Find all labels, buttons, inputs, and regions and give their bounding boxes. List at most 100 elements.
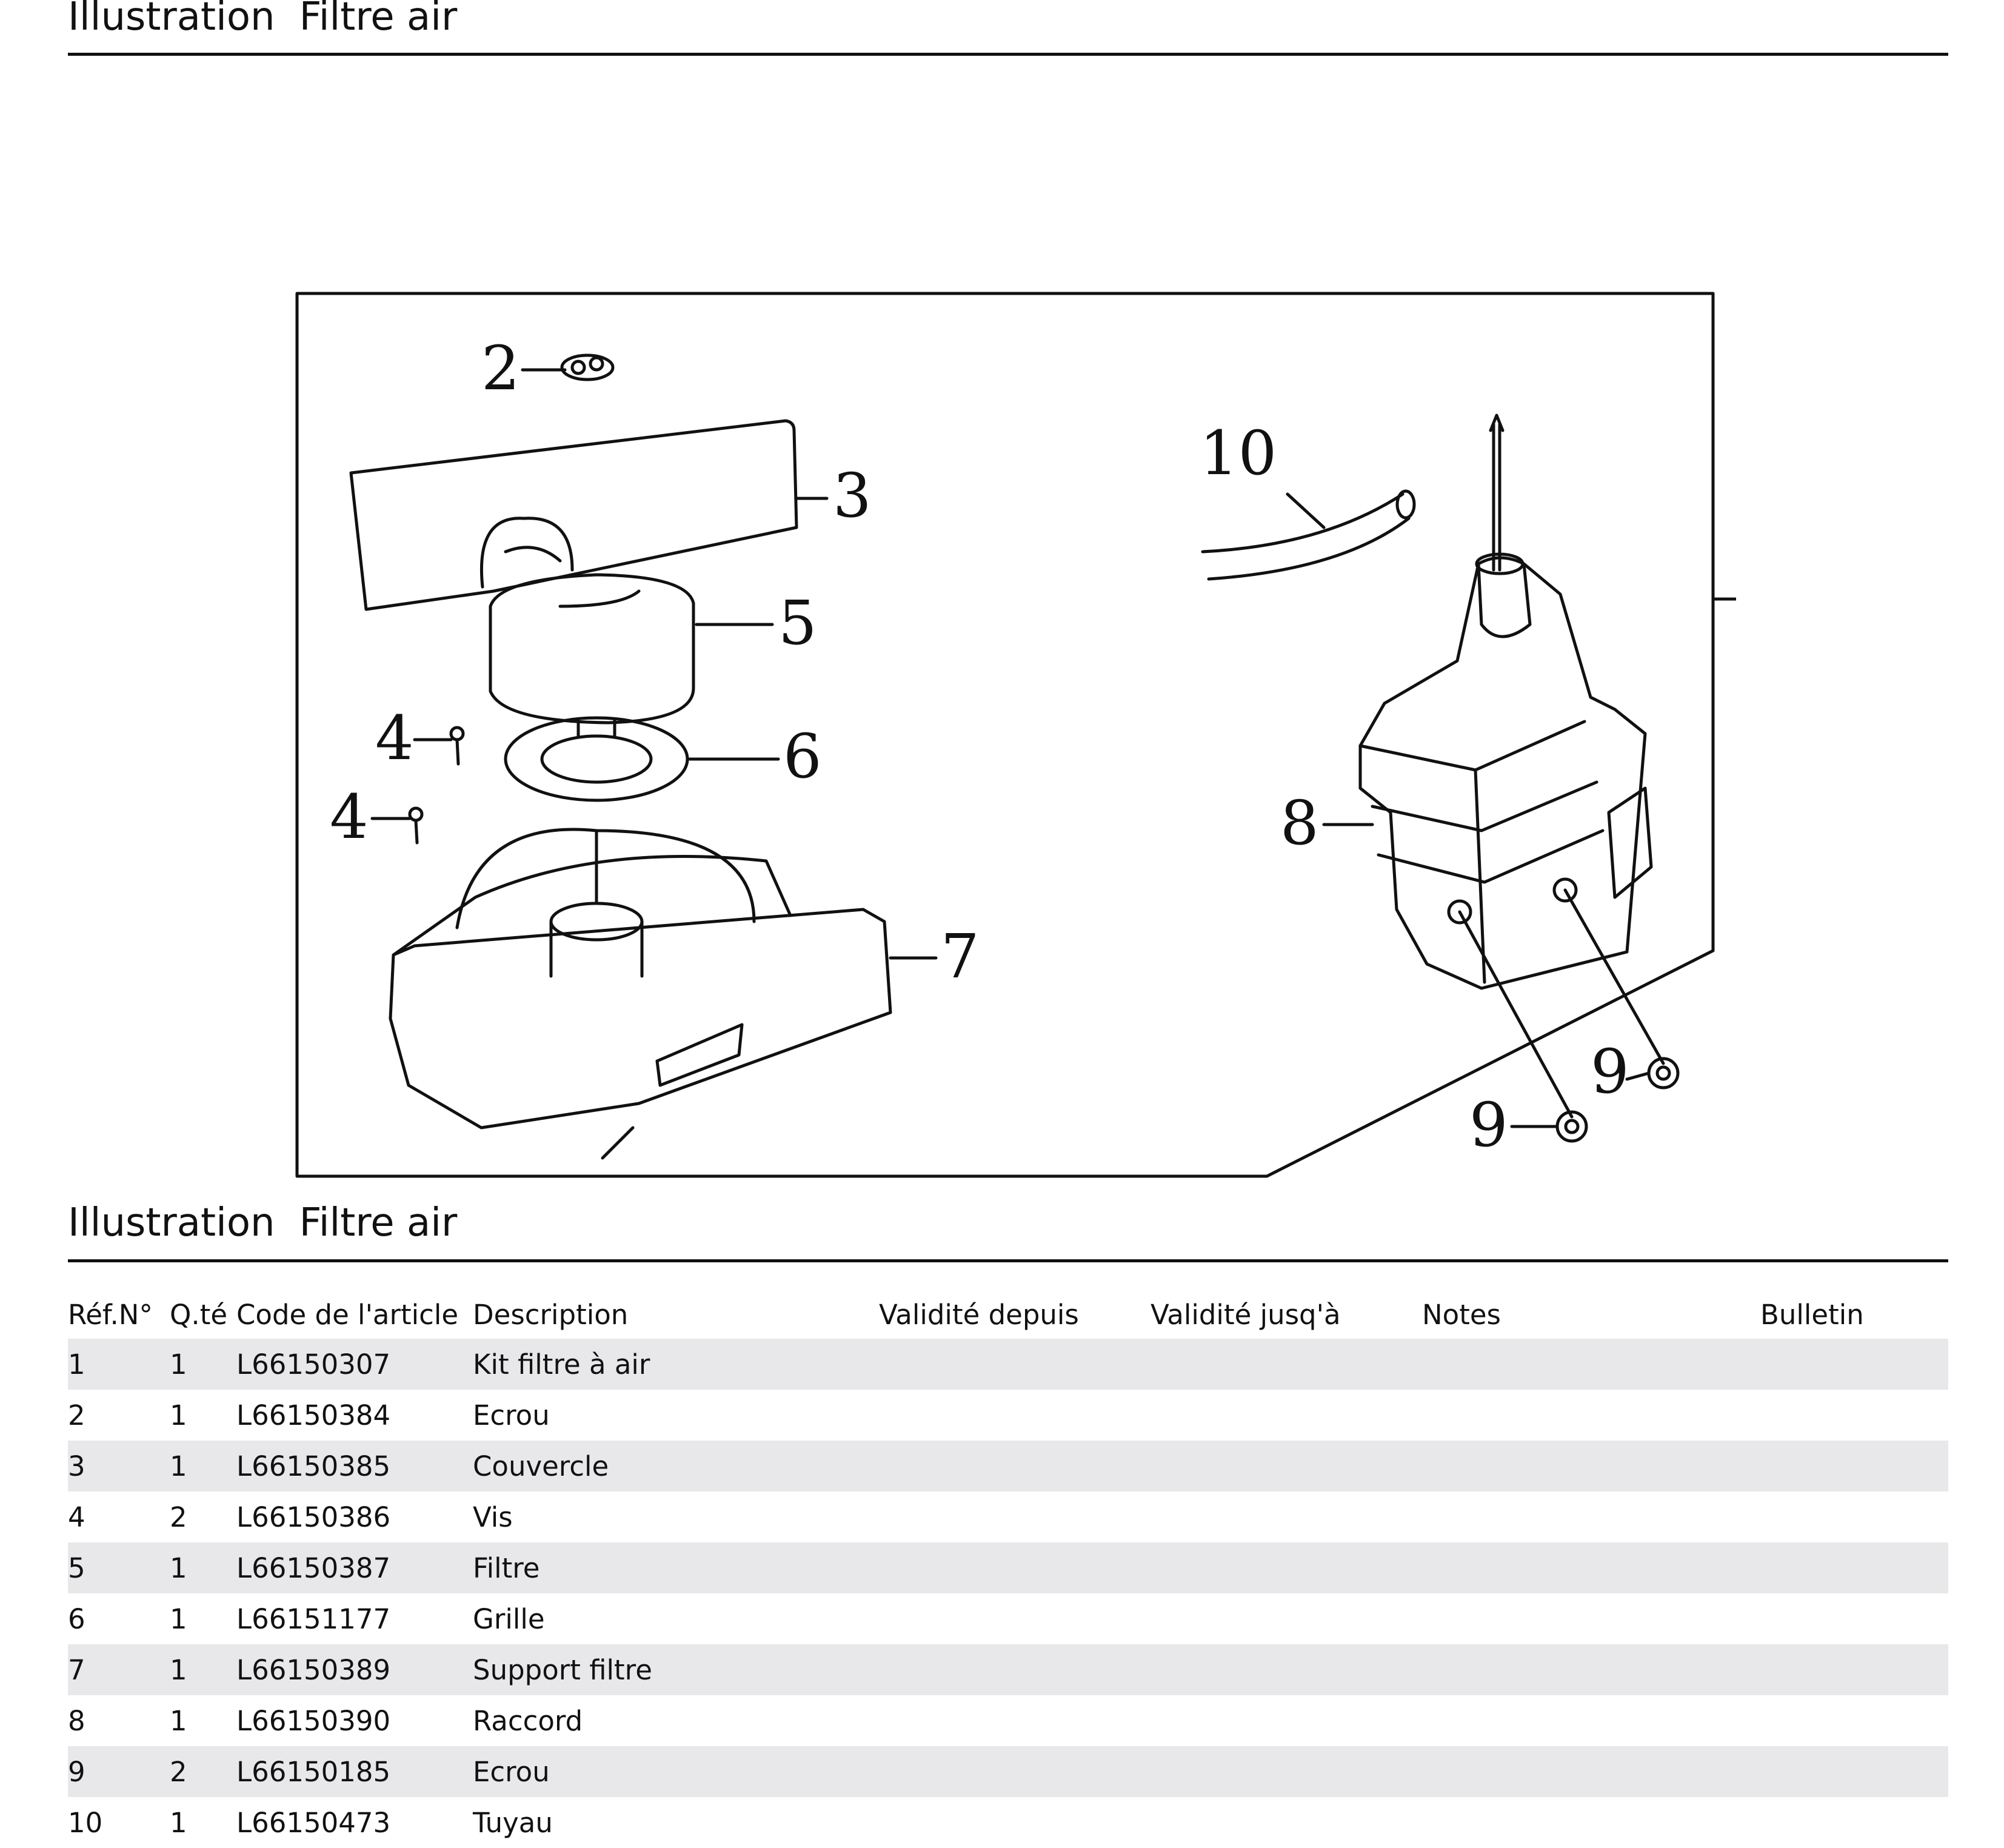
cell-qty: 1 <box>170 1441 236 1491</box>
cell-bulletin <box>1760 1542 1948 1593</box>
cell-code: L66150390 <box>236 1704 391 1737</box>
heading-title: Filtre air <box>299 1200 458 1245</box>
cell-valid-from <box>879 1746 1151 1797</box>
cell-ref: 5 <box>68 1542 170 1593</box>
callout-9-upper: 9 <box>1591 1036 1629 1107</box>
cell-bulletin <box>1760 1593 1948 1644</box>
table-header-row: Réf.N° Q.té Code de l'article Descriptio… <box>68 1290 1948 1339</box>
cell-description: Filtre <box>473 1542 879 1593</box>
part-8-connector <box>1358 552 1653 990</box>
cell-code: L66150473 <box>236 1806 391 1839</box>
cell-valid-to <box>1151 1644 1422 1695</box>
cell-qty: 1 <box>170 1339 236 1390</box>
cell-bulletin <box>1760 1390 1948 1441</box>
cell-valid-to <box>1151 1695 1422 1746</box>
cell-ref: 7 <box>68 1644 170 1695</box>
part-7-filter-base <box>389 828 892 1160</box>
cell-qty: 1 <box>170 1399 187 1431</box>
part-4-screw-lower <box>408 806 424 845</box>
cell-description: Tuyau <box>473 1806 553 1839</box>
header-ref: Réf.N° <box>68 1298 153 1331</box>
cell-qty: 2 <box>170 1746 236 1797</box>
cell-description: Grille <box>473 1602 545 1635</box>
cell-bulletin <box>1760 1746 1948 1797</box>
cell-description: Support filtre <box>473 1644 879 1695</box>
cell-ref: 6 <box>68 1602 85 1635</box>
cell-description: Raccord <box>473 1704 583 1737</box>
part-5-filter <box>489 573 695 725</box>
cell-bulletin <box>1760 1441 1948 1491</box>
cell-description: Kit filtre à air <box>473 1339 879 1390</box>
cell-notes <box>1422 1390 1760 1441</box>
cell-bulletin <box>1760 1491 1948 1542</box>
table-row: 8 1 L66150390 Raccord <box>68 1695 1948 1746</box>
cell-valid-to <box>1151 1339 1422 1390</box>
table-row: 7 1 L66150389 Support filtre <box>68 1644 1948 1695</box>
heading-label: Illustration <box>68 0 275 39</box>
header-valid-to: Validité jusq'à <box>1151 1298 1341 1331</box>
cell-valid-to <box>1151 1797 1422 1848</box>
cell-valid-from <box>879 1797 1151 1848</box>
heading-label: Illustration <box>68 1200 275 1245</box>
cell-ref: 1 <box>68 1339 170 1390</box>
header-qty: Q.té <box>170 1298 228 1331</box>
cell-code: L66150386 <box>236 1501 391 1533</box>
part-10-hose <box>1201 489 1416 581</box>
callout-3: 3 <box>833 460 872 531</box>
header-notes: Notes <box>1422 1298 1501 1331</box>
cell-notes <box>1422 1441 1760 1491</box>
cell-description: Ecrou <box>473 1746 879 1797</box>
cell-code: L66150384 <box>236 1399 391 1431</box>
cell-notes <box>1422 1339 1760 1390</box>
callout-4-lower: 4 <box>330 782 369 852</box>
header-code: Code de l'article <box>236 1298 459 1331</box>
cell-code: L66150389 <box>236 1644 473 1695</box>
cell-qty: 1 <box>170 1542 236 1593</box>
cell-description: Couvercle <box>473 1441 879 1491</box>
callout-7: 7 <box>941 921 980 992</box>
table-row: 9 2 L66150185 Ecrou <box>68 1746 1948 1797</box>
cell-code: L66150185 <box>236 1746 473 1797</box>
cell-ref: 2 <box>68 1399 85 1431</box>
section-divider <box>68 1259 1948 1262</box>
heading-divider <box>68 53 1948 56</box>
part-2-nut <box>560 353 615 381</box>
table-row: 3 1 L66150385 Couvercle <box>68 1441 1948 1491</box>
header-bulletin: Bulletin <box>1760 1298 1864 1331</box>
cell-notes <box>1422 1542 1760 1593</box>
cell-description: Ecrou <box>473 1399 550 1431</box>
part-6-grille <box>504 716 689 802</box>
cell-valid-to <box>1151 1542 1422 1593</box>
cell-valid-to <box>1151 1746 1422 1797</box>
table-row: 10 1 L66150473 Tuyau <box>68 1797 1948 1848</box>
cell-ref: 8 <box>68 1704 85 1737</box>
cell-valid-to <box>1151 1390 1422 1441</box>
cell-ref: 9 <box>68 1746 170 1797</box>
cell-valid-to <box>1151 1491 1422 1542</box>
cell-code: L66151177 <box>236 1602 391 1635</box>
part-4-screw-upper <box>449 726 465 766</box>
header-valid-from: Validité depuis <box>879 1298 1079 1331</box>
cell-valid-from <box>879 1339 1151 1390</box>
cell-ref: 4 <box>68 1501 85 1533</box>
cell-code: L66150387 <box>236 1542 473 1593</box>
cell-qty: 2 <box>170 1501 187 1533</box>
cell-bulletin <box>1760 1797 1948 1848</box>
cell-notes <box>1422 1644 1760 1695</box>
cell-valid-from <box>879 1441 1151 1491</box>
table-row: 6 1 L66151177 Grille <box>68 1593 1948 1644</box>
cell-valid-from <box>879 1390 1151 1441</box>
heading-title: Filtre air <box>299 0 458 39</box>
callout-2: 2 <box>481 333 520 404</box>
cell-code: L66150385 <box>236 1441 473 1491</box>
callout-5: 5 <box>778 588 817 658</box>
exploded-parts-diagram: 2 3 5 4 6 4 7 10 1 8 9 9 <box>295 292 1736 1178</box>
cell-qty: 1 <box>170 1806 187 1839</box>
cell-ref: 3 <box>68 1441 170 1491</box>
table-row: 2 1 L66150384 Ecrou <box>68 1390 1948 1441</box>
page-heading: Illustration Filtre air <box>68 0 1947 36</box>
callout-4-upper: 4 <box>375 703 414 774</box>
cell-notes <box>1422 1746 1760 1797</box>
cell-valid-from <box>879 1644 1151 1695</box>
